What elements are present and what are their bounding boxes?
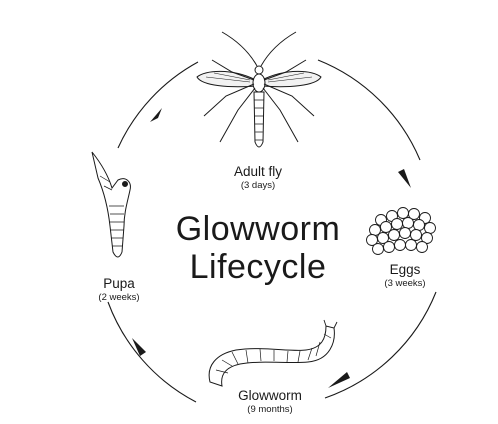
- stage-duration: (3 weeks): [384, 278, 426, 289]
- arc-larva-to-pupa: [107, 301, 197, 403]
- stage-name: Glowworm: [238, 388, 302, 403]
- stage-label-larva: Glowworm (9 months): [238, 388, 302, 416]
- stage-duration: (3 days): [240, 180, 276, 191]
- stage-duration: (9 months): [247, 404, 293, 415]
- stage-label-adult: Adult fly (3 days): [234, 164, 282, 192]
- arrowhead-right: [398, 169, 411, 188]
- stage-name: Adult fly: [233, 164, 283, 179]
- stage-label-pupa: Pupa (2 weeks): [98, 276, 139, 304]
- diagram-title: Glowworm Lifecycle: [176, 210, 341, 286]
- pupa-icon: [91, 151, 131, 258]
- stage-label-eggs: Eggs (3 weeks): [384, 262, 425, 290]
- arrowhead-top: [150, 108, 162, 122]
- stage-duration: (2 weeks): [98, 292, 140, 303]
- glowworm-larva-icon: [208, 319, 338, 387]
- arrow-heads: [132, 108, 411, 388]
- cycle-arrows: [107, 59, 437, 403]
- arc-pupa-to-adult: [117, 61, 199, 149]
- title-line-1: Glowworm: [175, 210, 341, 248]
- arc-adult-to-eggs: [317, 59, 421, 161]
- stage-name: Eggs: [389, 262, 421, 277]
- stage-name: Pupa: [103, 276, 135, 291]
- arc-eggs-to-larva: [324, 291, 437, 399]
- title-line-2: Lifecycle: [189, 248, 327, 286]
- arrowhead-bottom: [328, 372, 350, 388]
- adult-fly-icon: [196, 31, 322, 148]
- eggs-icon: [366, 207, 436, 255]
- arrowhead-left: [132, 338, 146, 356]
